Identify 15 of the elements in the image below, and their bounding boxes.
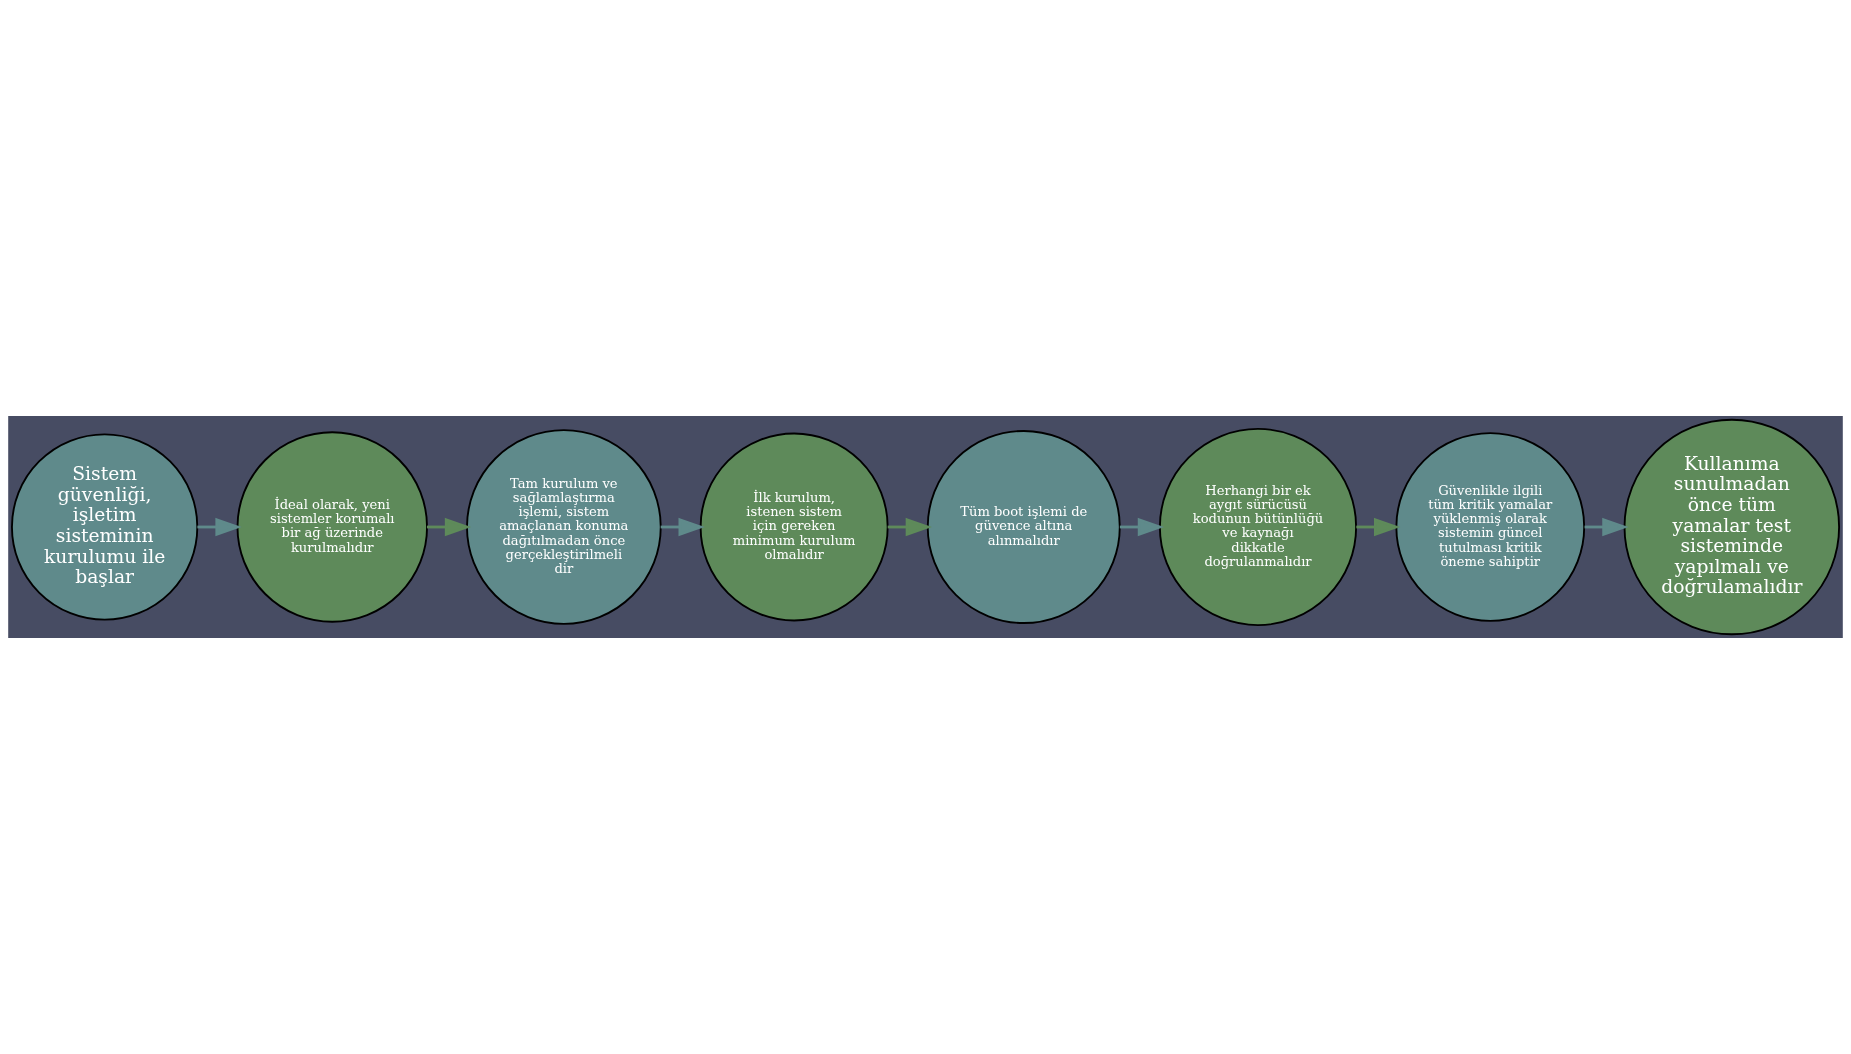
node-circle: Güvenlikle ilgili tüm kritik yamalar yüklenmiş olarak sistemin güncel tutulması kritik öneme sahiptir xyxy=(1395,432,1586,622)
node-circle: İlk kurulum, istenen sistem için gereken minimum kurulum olmalıdır xyxy=(699,432,889,622)
node-circle: Sistem güvenliği, işletim sisteminin kurulumu ile başlar xyxy=(11,433,199,621)
arrow xyxy=(1119,517,1165,537)
node-circle: Herhangi bir ek aygıt sürücüsü kodunun bütünlüğü ve kaynağı dikkatle doğrulanmalıdır xyxy=(1158,427,1358,627)
arrow xyxy=(426,517,472,537)
arrow xyxy=(1356,517,1401,537)
arrow xyxy=(660,517,705,537)
node-circle: Tam kurulum ve sağlamlaştırma işlemi, sistem amaçlanan konuma dağıtılmadan önce gerçekleştirilmeli dir xyxy=(466,429,662,625)
node-circle: İdeal olarak, yeni sistemler korumalı bir ağ üzerinde kurulmalıdır xyxy=(236,431,428,623)
node-circle: Tüm boot işlemi de güvence altına alınmalıdır xyxy=(926,430,1121,624)
arrow xyxy=(887,517,932,537)
arrow xyxy=(1584,517,1629,537)
arrow xyxy=(197,517,242,537)
node-circle: Kullanıma sunulmadan önce tüm yamalar test sisteminde yapılmalı ve doğrulamalıdır xyxy=(1623,418,1841,636)
